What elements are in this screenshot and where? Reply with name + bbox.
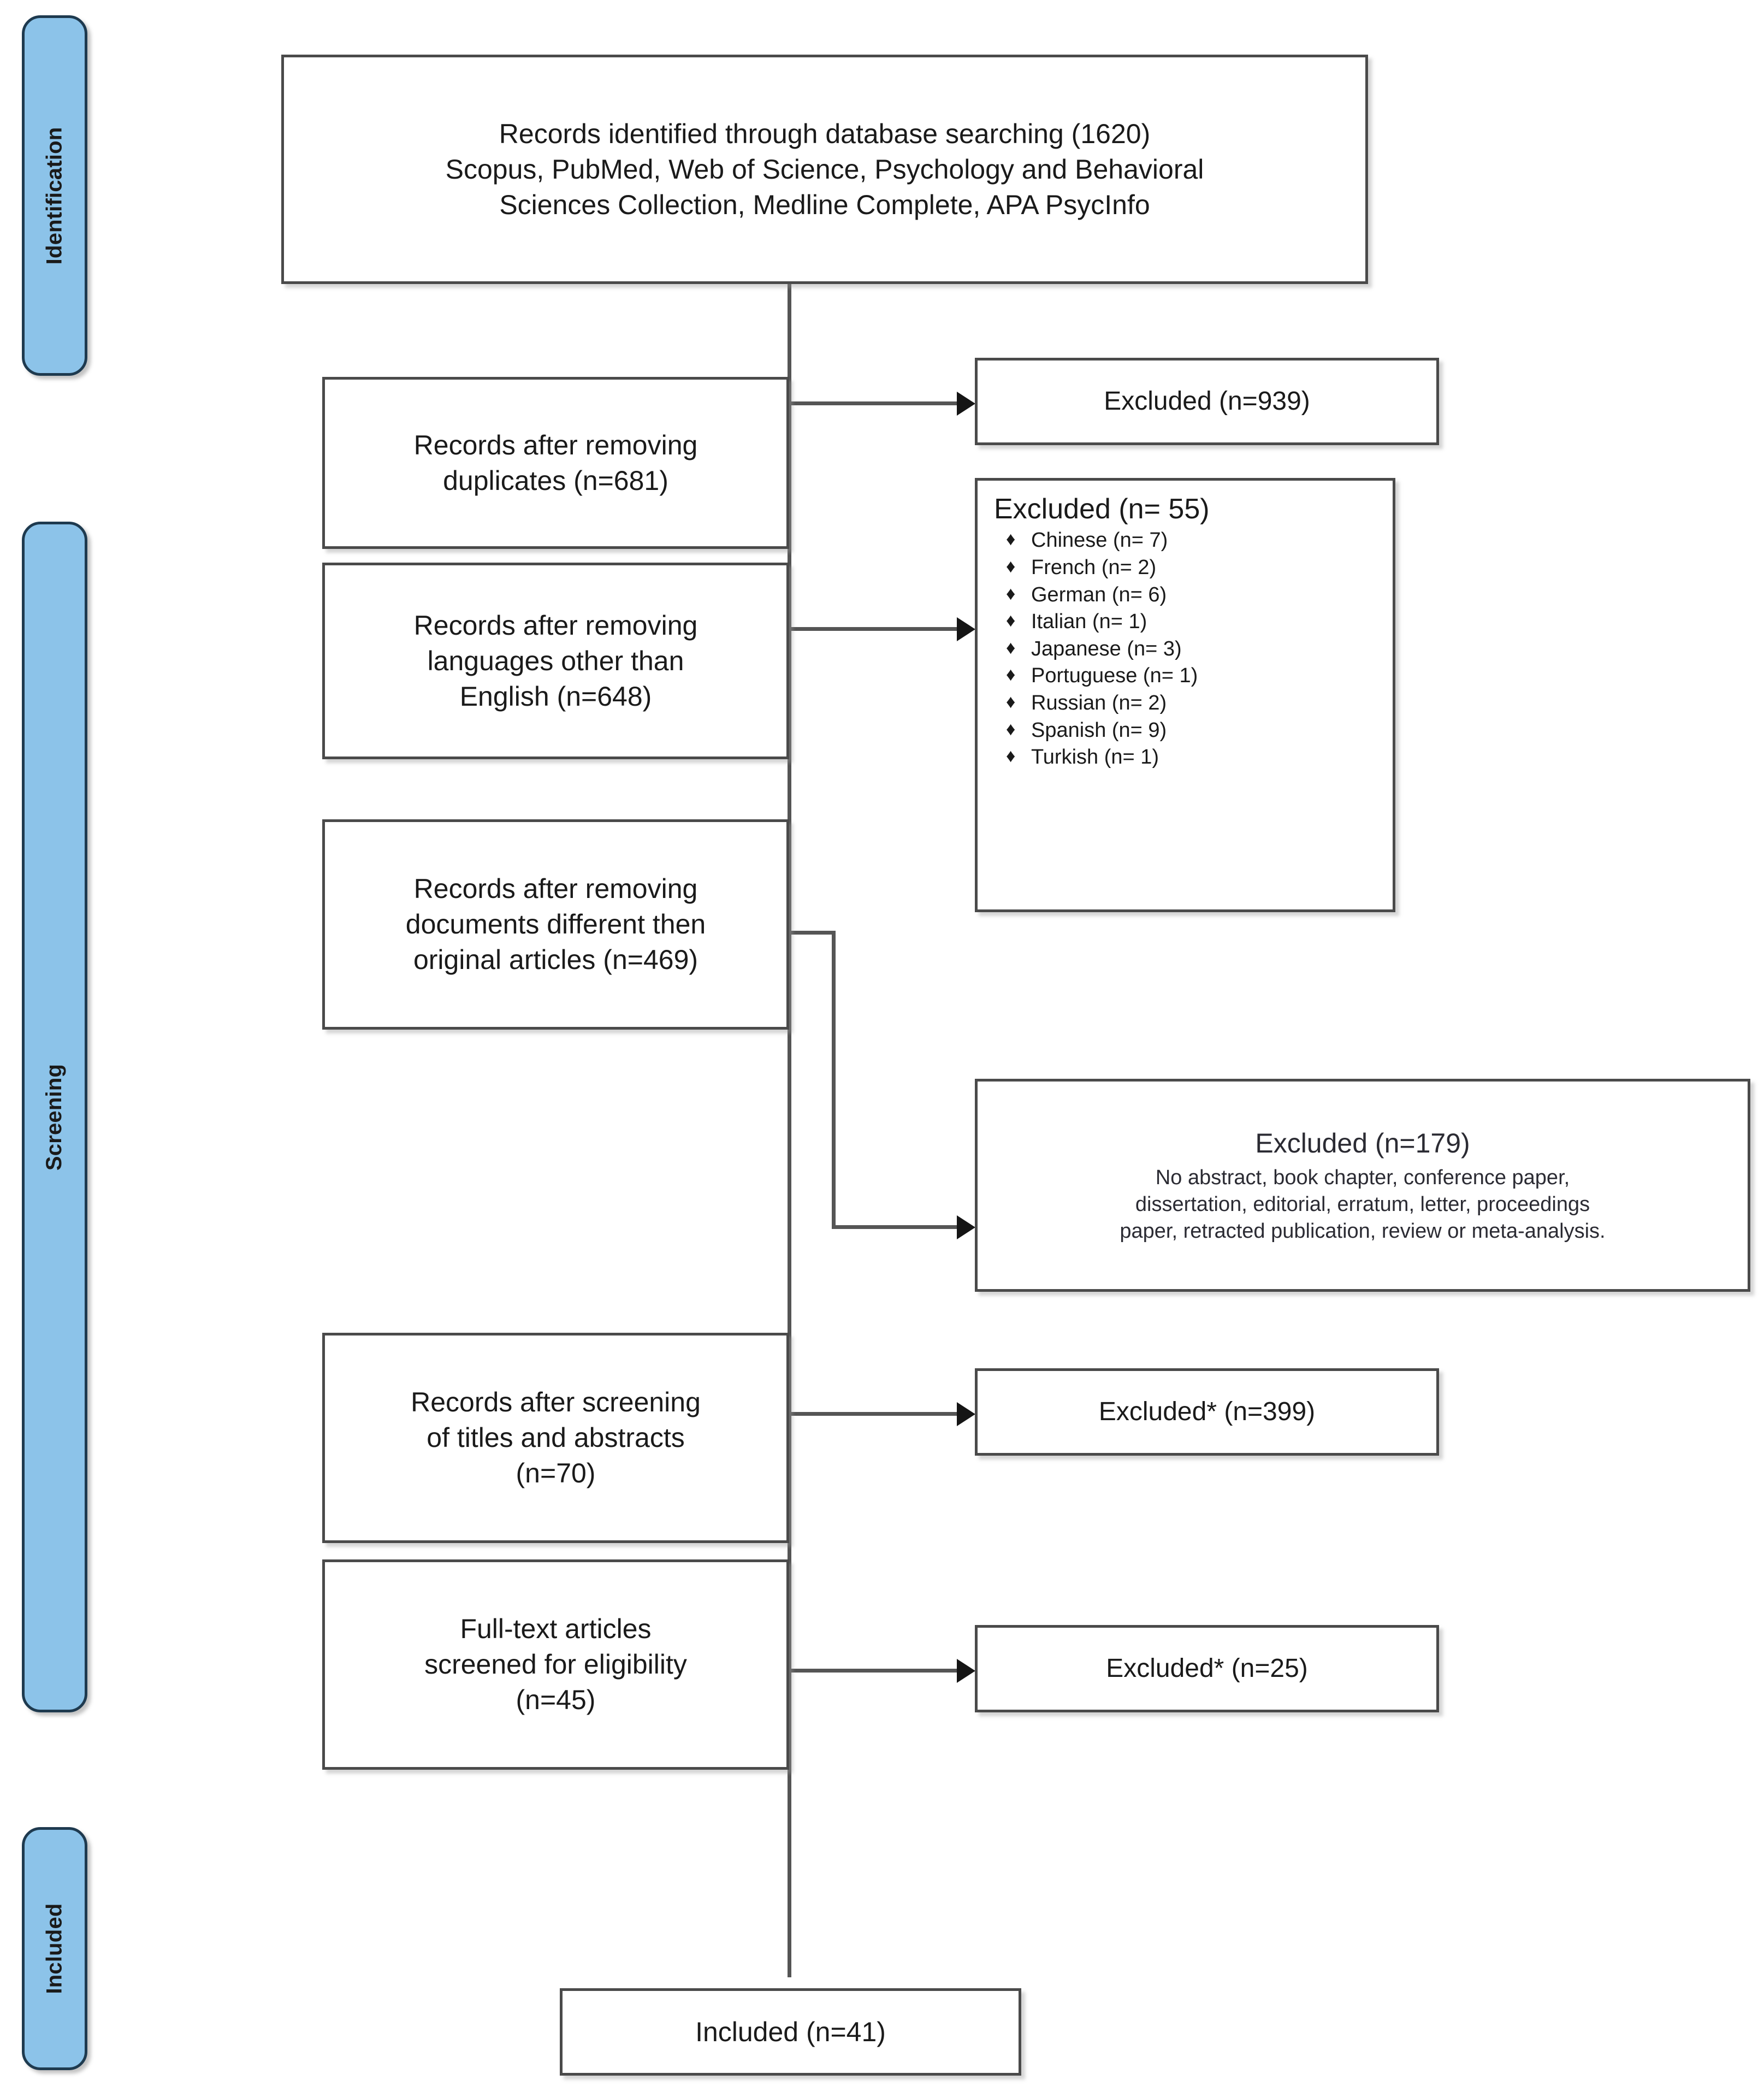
arrowhead-excluded-titles: [957, 1402, 975, 1426]
diamond-bullet-icon: ♦: [1006, 529, 1016, 550]
box-after-duplicates: Records after removing duplicates (n=681…: [322, 377, 789, 549]
connector-to-excluded-languages: [788, 627, 968, 631]
list-item: ♦ Turkish (n= 1): [1006, 744, 1378, 771]
list-item: ♦ Chinese (n= 7): [1006, 527, 1378, 554]
connector-to-excluded-duplicates: [788, 401, 968, 405]
list-item-label: Japanese (n= 3): [1031, 637, 1182, 660]
box-excluded-full-text: Excluded* (n=25): [975, 1625, 1439, 1712]
excluded-languages-heading: Excluded (n= 55): [994, 493, 1210, 525]
box-excluded-titles-abstracts: Excluded* (n=399): [975, 1368, 1439, 1456]
arrowhead-excluded-documents: [957, 1215, 975, 1239]
box-full-text-screened: Full-text articles screened for eligibil…: [322, 1559, 789, 1770]
box-after-screening: Records after screening of titles and ab…: [322, 1333, 789, 1543]
phase-bar-included: Included: [22, 1827, 87, 2070]
connector-spine: [788, 281, 791, 1977]
list-item: ♦ Spanish (n= 9): [1006, 717, 1378, 744]
connector-documents-step-vertical: [832, 931, 836, 1229]
box-excluded-languages: Excluded (n= 55) ♦ Chinese (n= 7) ♦ Fren…: [975, 478, 1395, 912]
list-item-label: Portuguese (n= 1): [1031, 664, 1198, 688]
list-item: ♦ German (n= 6): [1006, 582, 1378, 609]
list-item-label: German (n= 6): [1031, 583, 1167, 606]
diamond-bullet-icon: ♦: [1006, 583, 1016, 604]
list-item: ♦ Italian (n= 1): [1006, 608, 1378, 636]
diamond-bullet-icon: ♦: [1006, 718, 1016, 740]
connector-to-excluded-titles: [788, 1412, 968, 1416]
connector-documents-step-top: [788, 931, 836, 935]
diamond-bullet-icon: ♦: [1006, 556, 1016, 577]
box-included-text: Included (n=41): [695, 2016, 886, 2047]
arrowhead-excluded-duplicates: [957, 392, 975, 416]
connector-to-excluded-fulltext: [788, 1669, 968, 1673]
arrowhead-excluded-fulltext: [957, 1659, 975, 1683]
box-included: Included (n=41): [560, 1988, 1021, 2076]
box-after-documents: Records after removing documents differe…: [322, 819, 789, 1030]
list-item: ♦ Japanese (n= 3): [1006, 636, 1378, 663]
box-records-identified-text: Records identified through database sear…: [445, 118, 1204, 220]
diamond-bullet-icon: ♦: [1006, 746, 1016, 767]
box-excluded-duplicates: Excluded (n=939): [975, 358, 1439, 445]
phase-bar-identification: Identification: [22, 15, 87, 376]
box-excluded-documents: Excluded (n=179) No abstract, book chapt…: [975, 1079, 1750, 1292]
list-item-label: Turkish (n= 1): [1031, 746, 1159, 769]
list-item-label: Italian (n= 1): [1031, 610, 1147, 634]
list-item-label: Russian (n= 2): [1031, 691, 1167, 714]
box-after-screening-text: Records after screening of titles and ab…: [411, 1387, 701, 1488]
box-excluded-full-text-text: Excluded* (n=25): [1106, 1653, 1308, 1683]
phase-label-screening: Screening: [42, 1063, 67, 1171]
box-after-documents-text: Records after removing documents differe…: [405, 873, 706, 975]
arrowhead-excluded-languages: [957, 617, 975, 641]
list-item-label: French (n= 2): [1031, 556, 1157, 579]
excluded-languages-list: ♦ Chinese (n= 7) ♦ French (n= 2) ♦ Germa…: [994, 527, 1378, 771]
box-excluded-titles-abstracts-text: Excluded* (n=399): [1098, 1397, 1316, 1426]
box-after-languages: Records after removing languages other t…: [322, 563, 789, 759]
list-item: ♦ Portuguese (n= 1): [1006, 663, 1378, 690]
excluded-documents-reasons: No abstract, book chapter, conference pa…: [1120, 1166, 1606, 1243]
phase-label-included: Included: [42, 1903, 67, 1994]
excluded-documents-heading: Excluded (n=179): [1255, 1127, 1470, 1159]
box-after-languages-text: Records after removing languages other t…: [413, 610, 698, 712]
phase-bar-screening: Screening: [22, 522, 87, 1712]
phase-label-identification: Identification: [42, 127, 67, 264]
list-item-label: Chinese (n= 7): [1031, 529, 1168, 552]
list-item: ♦ Russian (n= 2): [1006, 690, 1378, 717]
connector-documents-step-bottom: [832, 1225, 971, 1229]
box-records-identified: Records identified through database sear…: [281, 55, 1368, 284]
list-item: ♦ French (n= 2): [1006, 554, 1378, 582]
diamond-bullet-icon: ♦: [1006, 610, 1016, 631]
diamond-bullet-icon: ♦: [1006, 637, 1016, 658]
list-item-label: Spanish (n= 9): [1031, 718, 1167, 742]
diamond-bullet-icon: ♦: [1006, 691, 1016, 712]
diamond-bullet-icon: ♦: [1006, 664, 1016, 686]
box-after-duplicates-text: Records after removing duplicates (n=681…: [413, 429, 698, 496]
box-excluded-duplicates-text: Excluded (n=939): [1104, 386, 1310, 416]
box-full-text-screened-text: Full-text articles screened for eligibil…: [424, 1614, 687, 1715]
